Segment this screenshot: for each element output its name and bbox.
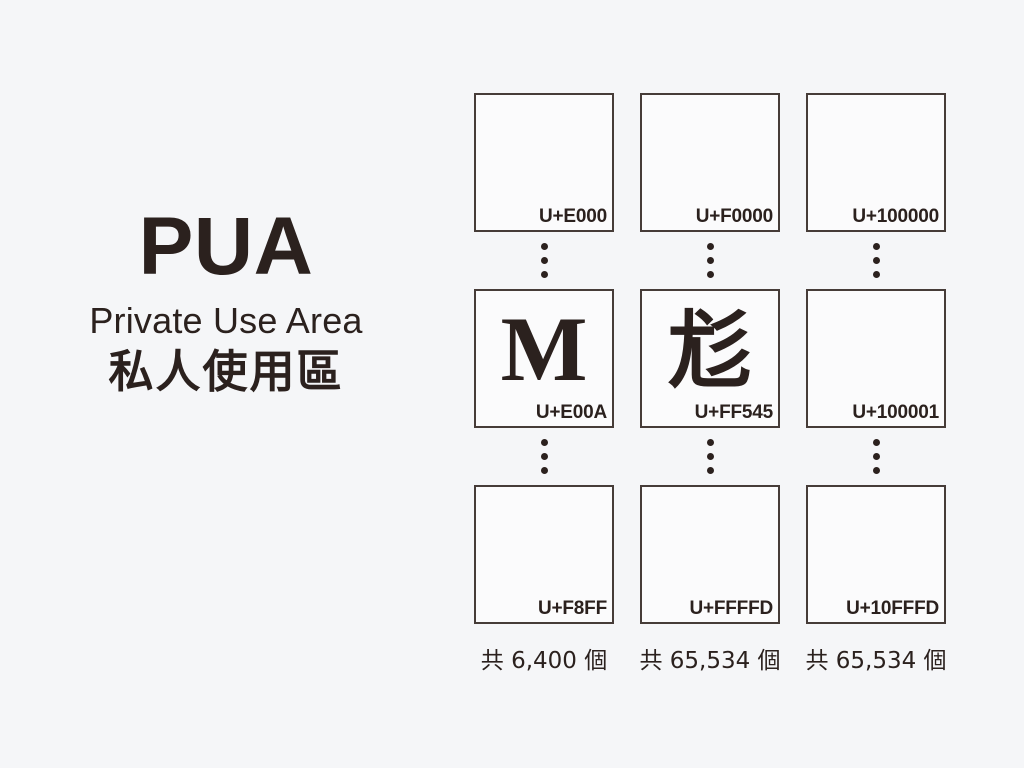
vertical-ellipsis-icon [872,428,880,485]
codepoint-label: U+FF545 [694,402,774,423]
vertical-ellipsis-icon [706,428,714,485]
codepoint-glyph: M [500,297,588,400]
codepoint-label: U+F8FF [537,598,607,619]
vertical-ellipsis-icon [872,232,880,289]
codepoint-cell-end[interactable]: U+10FFFD [806,485,946,624]
codepoint-cell-start[interactable]: U+100000 [806,93,946,232]
codepoint-grid: U+E000 M U+E00A U+F8FF 共 6,400 個 U+F0000… [474,93,947,675]
codepoint-column-supplementary-private-use-area-b: U+100000 U+100001 U+10FFFD 共 65,534 個 [805,93,947,675]
page-title: PUA [138,201,314,292]
codepoint-label: U+100000 [852,206,939,227]
codepoint-cell-end[interactable]: U+F8FF [474,485,614,624]
codepoint-cell-sample[interactable]: U+100001 [806,289,946,428]
codepoint-cell-sample[interactable]: M U+E00A [474,289,614,428]
heading-block: PUA Private Use Area 私人使用區 [0,201,452,399]
codepoint-label: U+100001 [852,402,939,423]
codepoint-count: 共 65,534 個 [639,648,781,674]
codepoint-label: U+E00A [535,402,607,423]
codepoint-cell-sample[interactable]: 尨 U+FF545 [640,289,780,428]
vertical-ellipsis-icon [706,232,714,289]
vertical-ellipsis-icon [540,232,548,289]
subtitle-chinese: 私人使用區 [108,345,344,399]
codepoint-label: U+10FFFD [846,598,939,619]
codepoint-cell-end[interactable]: U+FFFFD [640,485,780,624]
codepoint-column-bmp-private-use-area: U+E000 M U+E00A U+F8FF 共 6,400 個 [474,93,614,675]
codepoint-glyph: 尨 [667,301,752,400]
codepoint-cell-start[interactable]: U+F0000 [640,93,780,232]
codepoint-label: U+F0000 [695,206,773,227]
subtitle-english: Private Use Area [89,299,363,341]
codepoint-cell-start[interactable]: U+E000 [474,93,614,232]
vertical-ellipsis-icon [540,428,548,485]
codepoint-label: U+FFFFD [689,598,773,619]
codepoint-label: U+E000 [539,206,607,227]
codepoint-count: 共 65,534 個 [805,648,947,674]
codepoint-count: 共 6,400 個 [480,648,608,674]
codepoint-column-supplementary-private-use-area-a: U+F0000 尨 U+FF545 U+FFFFD 共 65,534 個 [639,93,781,675]
